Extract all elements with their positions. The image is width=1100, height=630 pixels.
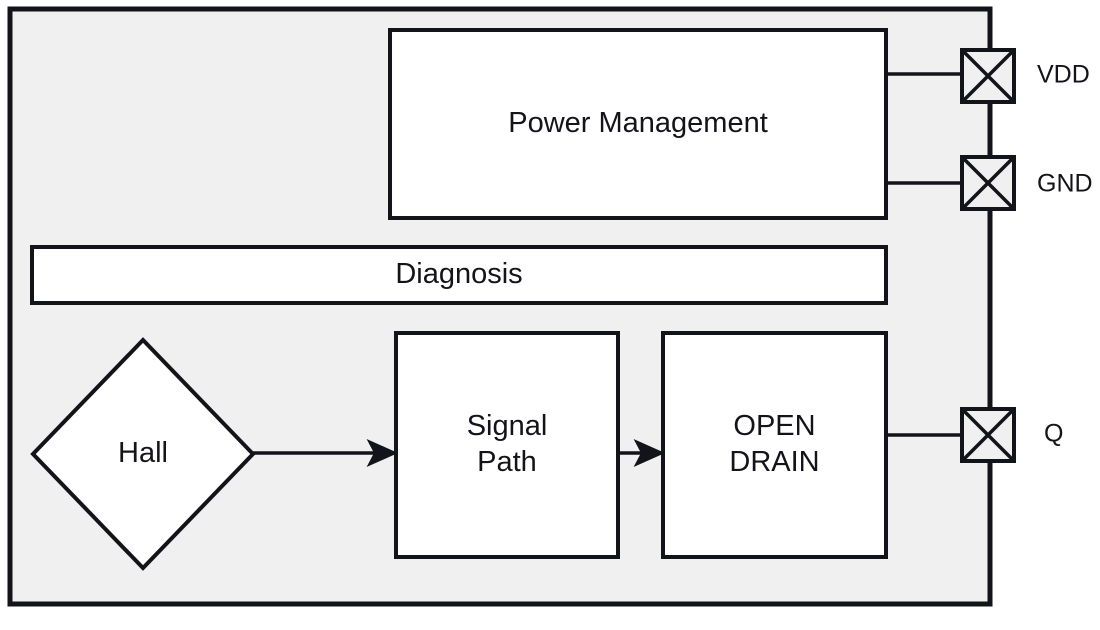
diagnosis-label: Diagnosis bbox=[395, 258, 522, 290]
pad-vdd-label: VDD bbox=[1037, 61, 1090, 89]
pad-gnd-label: GND bbox=[1037, 170, 1093, 198]
pad-gnd[interactable]: GND bbox=[960, 155, 1093, 211]
pad-q[interactable]: Q bbox=[960, 407, 1063, 463]
pad-gnd-cross-b bbox=[960, 155, 1016, 211]
hall-diamond[interactable] bbox=[30, 337, 256, 571]
pads-layer: VDD GND Q bbox=[960, 48, 1093, 463]
diagnosis-box[interactable] bbox=[30, 245, 888, 305]
power-management-label: Power Management bbox=[508, 107, 768, 139]
block-hall[interactable]: Hall bbox=[30, 337, 256, 571]
block-power-management[interactable]: Power Management bbox=[388, 28, 888, 220]
pad-vdd-cross-b bbox=[960, 48, 1016, 104]
pad-q-cross-b bbox=[960, 407, 1016, 463]
pad-q-label: Q bbox=[1044, 420, 1063, 448]
signal-path-box[interactable] bbox=[394, 331, 620, 559]
connections-layer bbox=[253, 72, 962, 467]
hall-label: Hall bbox=[118, 437, 168, 469]
pad-vdd[interactable]: VDD bbox=[960, 48, 1090, 104]
block-diagnosis[interactable]: Diagnosis bbox=[30, 245, 888, 305]
power-management-box[interactable] bbox=[388, 28, 888, 220]
open-drain-box[interactable] bbox=[661, 331, 888, 559]
